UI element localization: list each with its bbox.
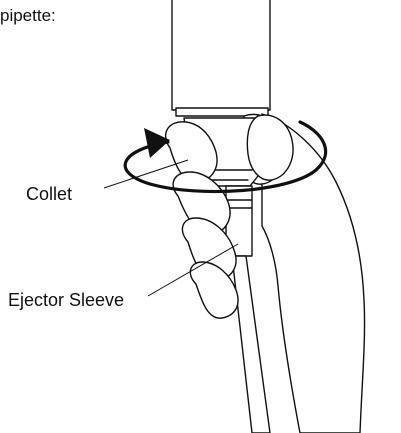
collet-label: Collet xyxy=(26,184,72,205)
pipette-body xyxy=(172,0,270,110)
ejector-shaft xyxy=(232,256,270,433)
ejector-sleeve-label: Ejector Sleeve xyxy=(8,290,124,311)
